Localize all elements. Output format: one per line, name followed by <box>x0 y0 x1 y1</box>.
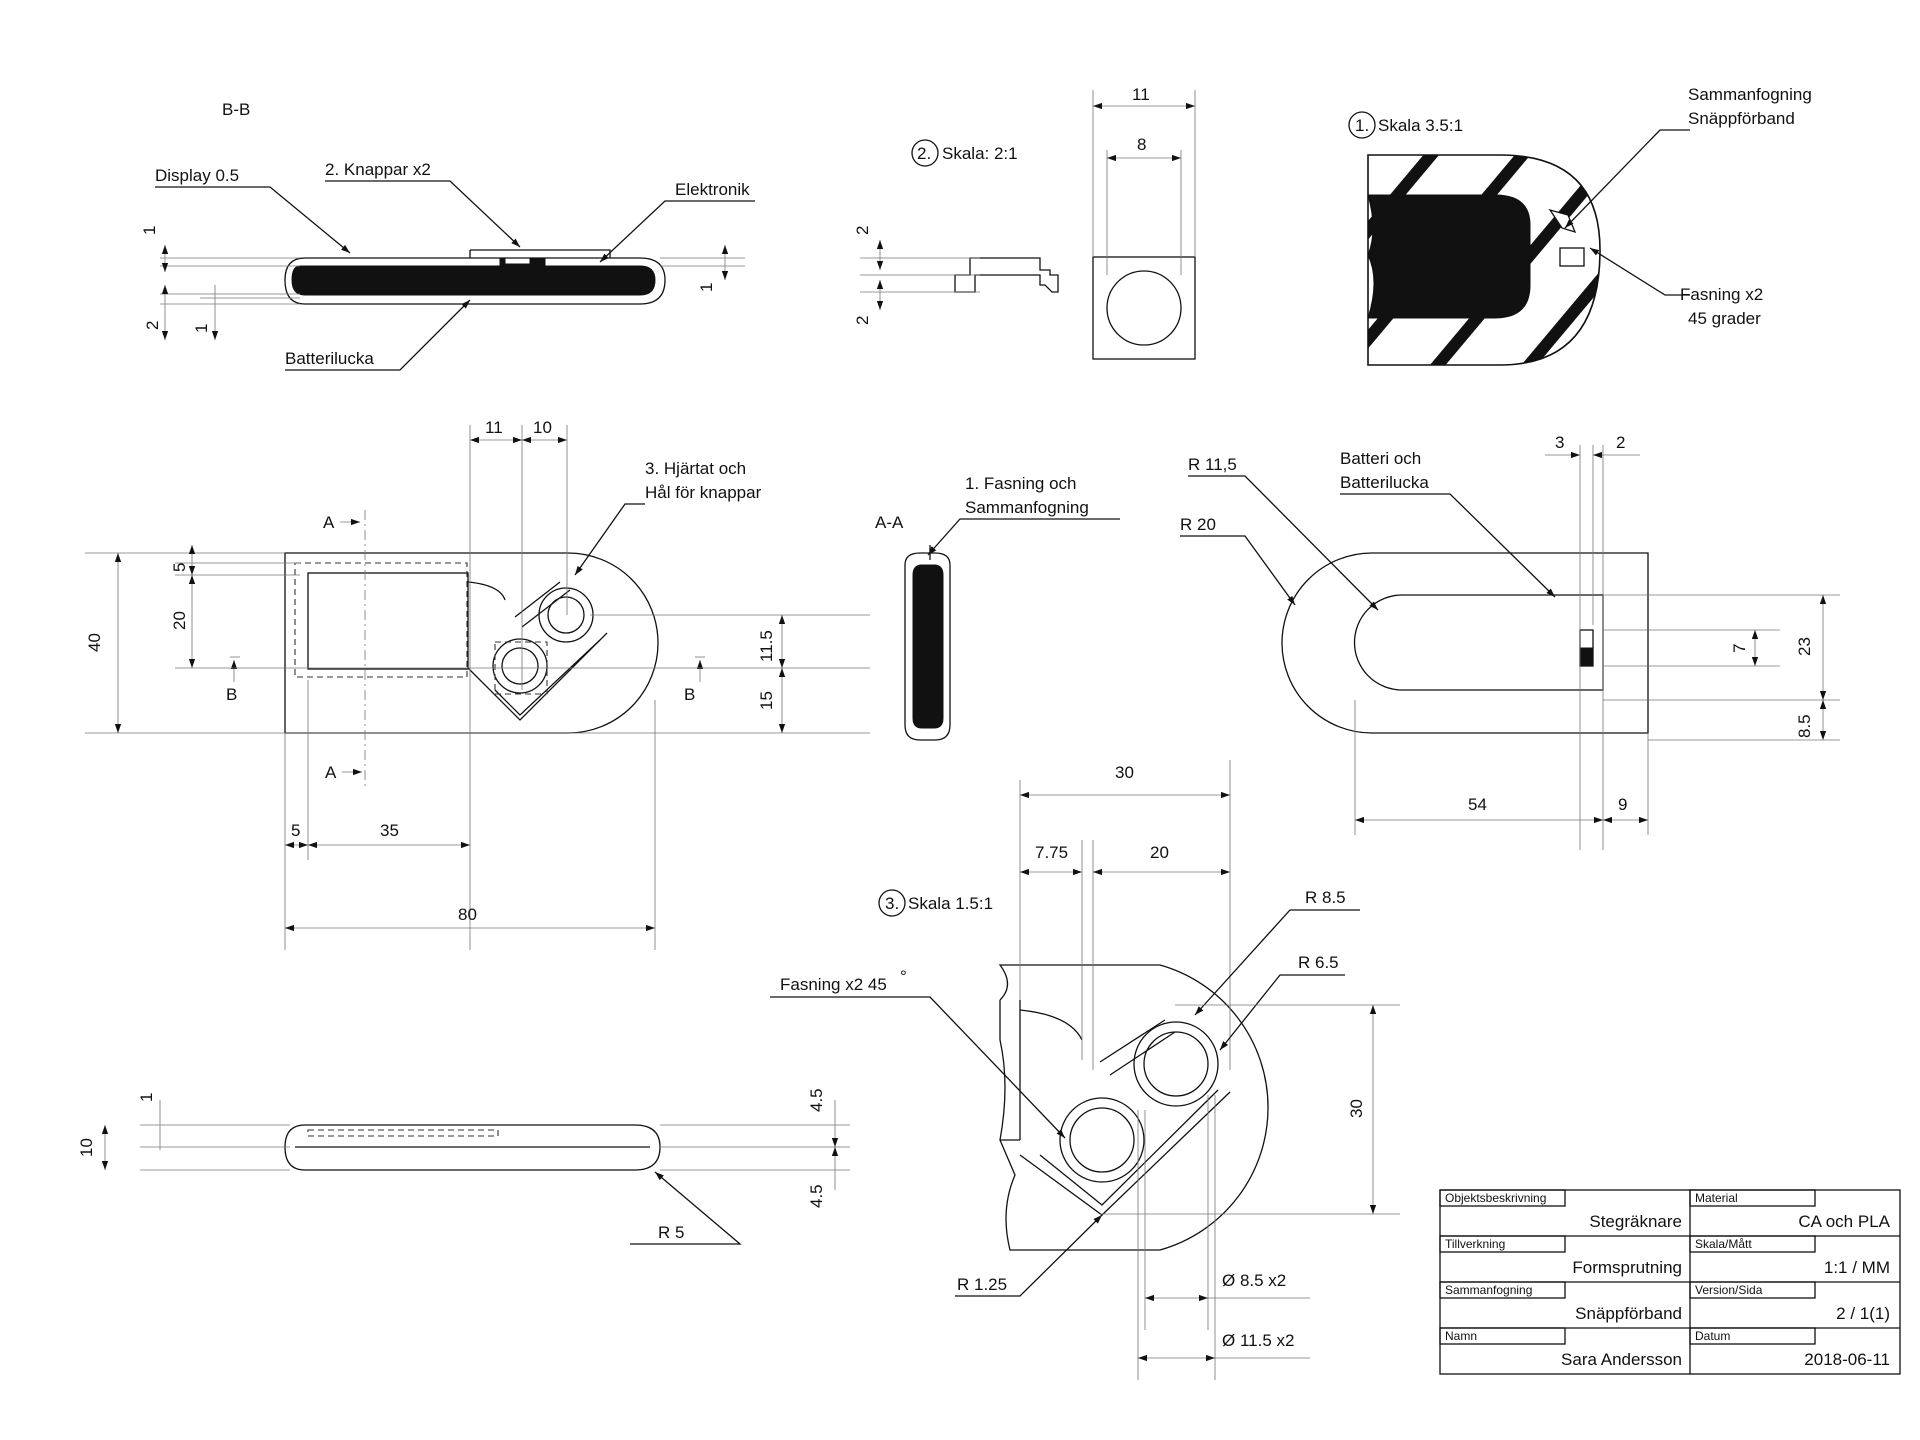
section-a-label-bottom: A <box>325 763 337 782</box>
tb-value-namn: Sara Andersson <box>1561 1350 1682 1369</box>
detail-2-num: 2. <box>917 144 931 163</box>
detail-2-bubble <box>911 139 939 167</box>
tb-label-objektsbeskrivning: Objektsbeskrivning <box>1445 1191 1546 1205</box>
top-dim-40: 40 <box>85 633 104 652</box>
side-dim-10: 10 <box>77 1138 96 1157</box>
title-block: Objektsbeskrivning Stegräknare Material … <box>1439 1189 1901 1375</box>
section-bb-view: B-B 1 2 1 1 Display 0.5 2. Knappar x2 El… <box>140 100 755 371</box>
tb-label-version: Version/Sida <box>1695 1283 1763 1297</box>
label-batterilucka: Batterilucka <box>285 349 374 368</box>
bottom-dim-54: 54 <box>1468 795 1487 814</box>
label-display: Display 0.5 <box>155 166 239 185</box>
detail-3-dim-dia-11-5: Ø 11.5 x2 <box>1222 1331 1294 1350</box>
detail-1-num: 1. <box>1355 116 1369 135</box>
bottom-dim-8-5: 8.5 <box>1795 714 1814 738</box>
tb-label-namn: Namn <box>1445 1329 1477 1343</box>
top-dim-35: 35 <box>380 821 399 840</box>
degree-sign: ° <box>900 967 907 986</box>
detail-3-dim-dia-8-5: Ø 8.5 x2 <box>1222 1271 1286 1290</box>
bottom-dim-3: 3 <box>1555 433 1564 452</box>
detail-3-dim-20: 20 <box>1150 843 1169 862</box>
tb-value-datum: 2018-06-11 <box>1804 1350 1890 1369</box>
label-fasning-och: 1. Fasning och <box>965 474 1077 493</box>
bottom-view: Batteri och Batterilucka R 11,5 R 20 3 2… <box>1180 433 1840 850</box>
detail-3-dim-7-75: 7.75 <box>1035 843 1068 862</box>
detail-3-dim-r8-5: R 8.5 <box>1305 888 1346 907</box>
label-fasning-45: Fasning x2 45 <box>780 975 887 994</box>
side-dim-r5: R 5 <box>658 1223 684 1242</box>
label-sammanfogning-aa: Sammanfogning <box>965 498 1089 517</box>
top-dim-10: 10 <box>533 418 552 437</box>
section-b-label-left: B <box>226 685 237 704</box>
side-dim-4-5-top: 4.5 <box>807 1088 826 1112</box>
tb-label-material: Material <box>1695 1191 1738 1205</box>
label-45-grader: 45 grader <box>1688 309 1761 328</box>
tb-value-material: CA och PLA <box>1798 1212 1890 1231</box>
detail-1-scale: Skala 3.5:1 <box>1378 116 1463 135</box>
bb-dim-1-right: 1 <box>697 283 716 292</box>
bottom-dim-r20: R 20 <box>1180 515 1216 534</box>
detail-3-dim-r6-5: R 6.5 <box>1298 953 1339 972</box>
section-aa-view: A-A 1. Fasning och Sammanfogning <box>875 474 1120 741</box>
top-dim-5-v: 5 <box>170 563 189 572</box>
top-dim-15: 15 <box>757 691 776 710</box>
bb-dim-2: 2 <box>143 321 162 330</box>
label-sammanfogning: Sammanfogning <box>1688 85 1812 104</box>
label-fasning: Fasning x2 <box>1680 285 1763 304</box>
tb-value-sammanfogning: Snäppförband <box>1575 1304 1682 1323</box>
bb-dim-1-bottom: 1 <box>192 324 211 333</box>
top-dim-11-5: 11.5 <box>757 630 776 662</box>
detail-1-bubble <box>1348 111 1376 139</box>
tb-label-datum: Datum <box>1695 1329 1730 1343</box>
label-knappar: 2. Knappar x2 <box>325 160 431 179</box>
detail-3-scale: Skala 1.5:1 <box>908 894 993 913</box>
detail-2-dim-8: 8 <box>1137 135 1146 154</box>
section-a-label-top: A <box>323 513 335 532</box>
tb-value-tillverkning: Formsprutning <box>1572 1258 1682 1277</box>
bottom-dim-7: 7 <box>1730 644 1749 653</box>
tb-label-skala: Skala/Mått <box>1695 1237 1752 1251</box>
label-elektronik: Elektronik <box>675 180 750 199</box>
detail-3-num: 3. <box>885 894 899 913</box>
label-hjartat: 3. Hjärtat och <box>645 459 746 478</box>
bottom-dim-9: 9 <box>1618 795 1627 814</box>
section-aa-title: A-A <box>875 513 904 532</box>
side-dim-4-5-bottom: 4.5 <box>807 1184 826 1208</box>
label-batteri-och: Batteri och <box>1340 449 1421 468</box>
detail-2-dim-11: 11 <box>1132 85 1150 104</box>
tb-value-skala: 1:1 / MM <box>1824 1258 1890 1277</box>
detail-2-scale: Skala: 2:1 <box>942 144 1018 163</box>
section-b-label-right: B <box>684 685 695 704</box>
tb-label-tillverkning: Tillverkning <box>1445 1237 1505 1251</box>
detail-3-view: 3. Skala 1.5:1 30 7.75 20 R 8.5 R 6.5 30… <box>770 760 1400 1380</box>
top-dim-5-h: 5 <box>291 821 300 840</box>
tb-value-objekt: Stegräknare <box>1589 1212 1682 1231</box>
bb-dim-1-top: 1 <box>140 226 159 235</box>
tb-value-version: 2 / 1(1) <box>1836 1304 1890 1323</box>
side-dim-1: 1 <box>137 1093 156 1102</box>
bottom-dim-r115: R 11,5 <box>1188 455 1237 474</box>
section-bb-title: B-B <box>222 100 250 119</box>
tb-label-sammanfogning: Sammanfogning <box>1445 1283 1532 1297</box>
top-dim-11: 11 <box>485 418 503 437</box>
detail-3-dim-r1-25: R 1.25 <box>957 1275 1007 1294</box>
label-hal-knappar: Hål för knappar <box>645 483 762 502</box>
top-view: A A B B 11 10 3. Hjärtat och Hål för kna… <box>85 418 870 950</box>
detail-2-view: 2. Skala: 2:1 2 2 11 8 <box>853 85 1196 360</box>
detail-3-bubble <box>878 889 906 917</box>
label-batterilucka-b: Batterilucka <box>1340 473 1429 492</box>
bottom-dim-23: 23 <box>1795 637 1814 656</box>
detail-3-dim-30-top: 30 <box>1115 763 1134 782</box>
top-dim-80: 80 <box>458 905 477 924</box>
bottom-dim-2: 2 <box>1616 433 1625 452</box>
detail-2-dim-b: 2 <box>853 316 872 325</box>
detail-2-dim-a: 2 <box>853 226 872 235</box>
detail-1-view: 1. Skala 3.5:1 Sammanfogning Snäppförban… <box>1348 85 1812 366</box>
detail-3-dim-30-right: 30 <box>1347 1099 1366 1118</box>
side-view: 1 10 4.5 4.5 R 5 <box>77 1088 850 1245</box>
top-dim-20: 20 <box>170 611 189 630</box>
label-snappforband: Snäppförband <box>1688 109 1795 128</box>
